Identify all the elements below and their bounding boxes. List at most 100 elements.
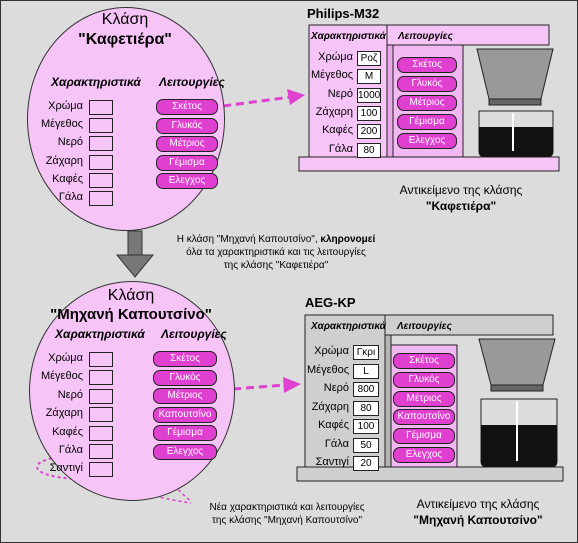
class2-function-pill: Καπουτσίνο bbox=[153, 407, 217, 423]
class1-attribute-label: Καφές bbox=[52, 173, 83, 185]
object2-attribute-label: Μέγεθος bbox=[307, 364, 350, 376]
class1-function-pill: Γλυκός bbox=[156, 118, 218, 134]
class1-attribute-label: Ζάχαρη bbox=[45, 155, 83, 167]
object2-attribute-value: 800 bbox=[353, 382, 379, 397]
object2-function-pill: Γλυκός bbox=[393, 372, 455, 388]
object2-name: AEG-KP bbox=[305, 295, 356, 310]
class1-attribute-slot bbox=[89, 136, 113, 151]
inheritance-note-line1-bold: κληρονομεί bbox=[320, 234, 376, 245]
object2-function-pill: Μέτριος bbox=[393, 391, 455, 407]
class1-functions-header: Λειτουργίες bbox=[159, 75, 225, 89]
object2-caption-line2: "Μηχανή Καπουτσίνο" bbox=[413, 513, 543, 527]
object1-attribute-value: 80 bbox=[357, 143, 381, 158]
class2-function-pill: Γέμισμα bbox=[153, 425, 217, 441]
object1-attribute-value: Ροζ bbox=[357, 51, 381, 66]
object1-attribute-label: Νερό bbox=[327, 88, 353, 100]
class2-function-pill: Μέτριος bbox=[153, 388, 217, 404]
object2-attribute-label: Νερό bbox=[323, 382, 349, 394]
class2-attribute-label: Χρώμα bbox=[48, 352, 83, 364]
class1-attribute-label: Χρώμα bbox=[48, 100, 83, 112]
class2-attribute-slot bbox=[89, 426, 113, 441]
class1-attribute-label: Νερό bbox=[57, 136, 83, 148]
object2-attribute-value: 80 bbox=[353, 401, 379, 416]
class2-functions-header: Λειτουργίες bbox=[161, 327, 227, 341]
new-features-note-line1: Νέα χαρακτηριστικά και λειτουργίες bbox=[209, 502, 365, 513]
class1-attribute-label: Γάλα bbox=[58, 191, 83, 203]
class2-attribute-label: Ζάχαρη bbox=[45, 407, 83, 419]
object1-attribute-value: M bbox=[357, 69, 381, 84]
instance-arrow-top bbox=[222, 89, 305, 108]
object1-attribute-value: 100 bbox=[357, 106, 381, 121]
object1-attributes-header: Χαρακτηριστικά bbox=[311, 31, 386, 42]
class2-attribute-slot bbox=[89, 407, 113, 422]
object1-attribute-label: Ζάχαρη bbox=[315, 106, 353, 118]
object1-function-pill: Μέτριος bbox=[397, 95, 457, 111]
class2-title-line1: Κλάση bbox=[107, 287, 155, 304]
class1-function-pill: Ελεγχος bbox=[156, 173, 218, 189]
object1-attribute-value: 1000 bbox=[357, 88, 381, 103]
class2-attributes-header: Χαρακτηριστικά bbox=[55, 327, 145, 341]
object2-attribute-value: 100 bbox=[353, 419, 379, 434]
object2-function-pill: Γέμισμα bbox=[393, 428, 455, 444]
object2-attribute-label: Χρώμα bbox=[314, 345, 349, 357]
class1-function-pill: Σκέτος bbox=[156, 99, 218, 115]
class1-function-pill: Μέτριος bbox=[156, 136, 218, 152]
object1-function-pill: Γέμισμα bbox=[397, 114, 457, 130]
class1-title-line2: "Καφετιέρα" bbox=[78, 31, 172, 48]
class1-attribute-slot bbox=[89, 191, 113, 206]
class2-attribute-slot bbox=[89, 389, 113, 404]
class2-attribute-label: Καφές bbox=[52, 426, 83, 438]
object2-attribute-value: 20 bbox=[353, 456, 379, 471]
class2-attribute-label: Σαντιγί bbox=[49, 462, 83, 474]
object1-caption-line1: Αντικείμενο της κλάσης bbox=[399, 183, 523, 197]
object1-caption-line2: "Καφετιέρα" bbox=[425, 199, 497, 213]
class2-attribute-label: Γάλα bbox=[58, 444, 83, 456]
object2-function-pill: Ελεγχος bbox=[393, 447, 455, 463]
object2-function-pill: Καπουτσίνο bbox=[393, 409, 455, 425]
object1-function-pill: Γλυκός bbox=[397, 76, 457, 92]
class2-attribute-slot bbox=[89, 370, 113, 385]
object1-name: Philips-M32 bbox=[307, 6, 380, 21]
class1-title-line1: Κλάση bbox=[101, 11, 149, 28]
class2-title-line2: "Μηχανή Καπουτσίνο" bbox=[50, 306, 212, 323]
class2-attribute-label: Μέγεθος bbox=[40, 370, 83, 382]
class2-attribute-label: Νερό bbox=[57, 389, 83, 401]
class1-function-pill: Γέμισμα bbox=[156, 155, 218, 171]
class2-attribute-slot bbox=[89, 352, 113, 367]
object1-attribute-value: 200 bbox=[357, 124, 381, 139]
class2-attribute-slot bbox=[89, 462, 113, 477]
object2-attribute-value: Γκρι bbox=[353, 345, 379, 360]
object2-functions-header: Λειτουργίες bbox=[397, 321, 452, 332]
class2-function-pill: Ελεγχος bbox=[153, 444, 217, 460]
inheritance-note-line1-pre: Η κλάση "Μηχανή Καπουτσίνο", bbox=[176, 234, 321, 245]
class1-attribute-slot bbox=[89, 155, 113, 170]
inheritance-note-line3: της κλάσης "Καφετιέρα" bbox=[223, 260, 329, 271]
class2-function-pill: Γλυκός bbox=[153, 370, 217, 386]
new-features-note-line2: της κλάσης "Μηχανή Καπουτσίνο" bbox=[211, 515, 363, 526]
object2-attribute-value: 50 bbox=[353, 438, 379, 453]
object2-attribute-label: Γάλα bbox=[324, 438, 349, 450]
class1-attribute-label: Μέγεθος bbox=[40, 118, 83, 130]
class1-attribute-slot bbox=[89, 118, 113, 133]
object2-attribute-label: Καφές bbox=[318, 419, 349, 431]
object2-attribute-label: Σαντιγί bbox=[315, 456, 349, 468]
object2-attribute-label: Ζάχαρη bbox=[311, 401, 349, 413]
object1-function-pill: Σκέτος bbox=[397, 57, 457, 73]
object1-function-pill: Ελεγχος bbox=[397, 133, 457, 149]
object2-attributes-header: Χαρακτηριστικά bbox=[311, 321, 386, 332]
object2-caption-line1: Αντικείμενο της κλάσης bbox=[416, 497, 540, 511]
object1-attribute-label: Μέγεθος bbox=[311, 69, 354, 81]
inheritance-arrow bbox=[115, 230, 155, 278]
class2-function-pill: Σκέτος bbox=[153, 351, 217, 367]
object2-function-pill: Σκέτος bbox=[393, 353, 455, 369]
inheritance-note: Η κλάση "Μηχανή Καπουτσίνο", κληρονομεί … bbox=[151, 233, 401, 272]
object1-attribute-label: Γάλα bbox=[328, 143, 353, 155]
instance-arrow-bottom bbox=[232, 377, 301, 393]
object1-attribute-label: Χρώμα bbox=[318, 51, 353, 63]
new-features-note: Νέα χαρακτηριστικά και λειτουργίες της κ… bbox=[187, 501, 387, 527]
class2-attribute-slot bbox=[89, 444, 113, 459]
class1-attribute-slot bbox=[89, 173, 113, 188]
inheritance-note-line2: όλα τα χαρακτηριστικά και τις λειτουργίε… bbox=[186, 247, 366, 258]
object2-attribute-value: L bbox=[353, 364, 379, 379]
